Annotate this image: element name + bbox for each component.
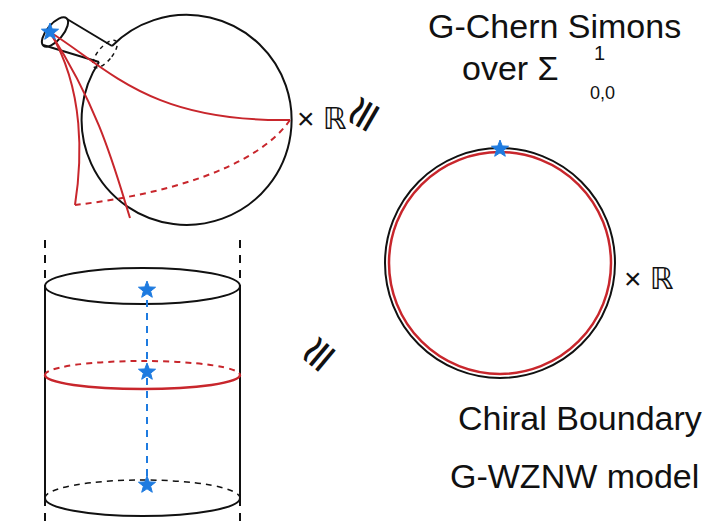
superscript: 1 — [594, 42, 605, 64]
blue-dashed-path — [146, 300, 148, 477]
red-curves — [50, 32, 290, 218]
title-text: over Σ — [462, 50, 559, 87]
circle — [385, 148, 615, 378]
title-text: G-Chern Simons — [428, 8, 681, 45]
sphere-with-tube — [37, 13, 291, 225]
marked-point — [138, 281, 155, 297]
caption-text: G-WZNW model — [450, 458, 699, 495]
marked-point — [138, 476, 155, 492]
marked-point — [138, 363, 155, 379]
marked-point — [41, 23, 58, 39]
caption-text: Chiral Boundary — [458, 400, 702, 437]
cylinder — [45, 240, 240, 526]
product-symbol: × ℝ — [624, 262, 674, 295]
isomorphism-symbol: ≅ — [288, 325, 349, 384]
marked-point — [491, 140, 508, 156]
red-loop — [45, 361, 240, 389]
subscript: 0,0 — [590, 84, 615, 104]
